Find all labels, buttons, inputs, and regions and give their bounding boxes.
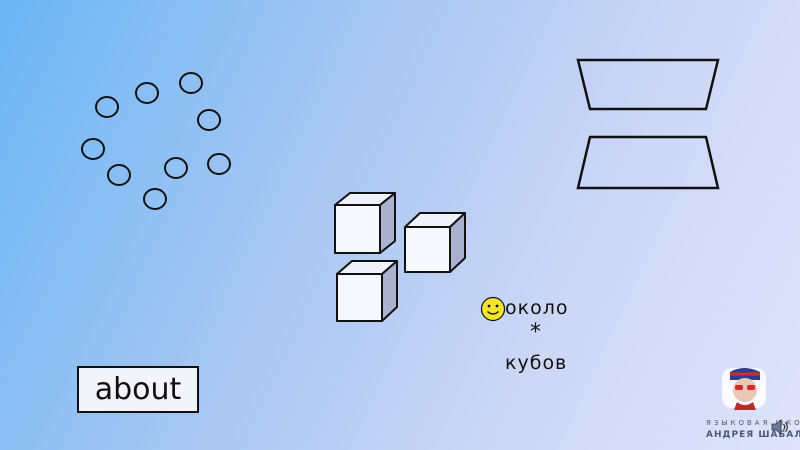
circle: [197, 109, 221, 131]
circle: [164, 157, 188, 179]
trapezoid-bottom: [576, 135, 720, 190]
circle: [107, 164, 131, 186]
word-okolo: около: [505, 297, 569, 319]
cube: [336, 260, 398, 322]
circle: [143, 188, 167, 210]
cube: [334, 192, 396, 254]
school-logo-icon: [722, 368, 766, 410]
about-label: about: [94, 372, 182, 407]
trapezoid-shapes: [576, 58, 720, 190]
trapezoid-top: [576, 58, 720, 111]
circle: [135, 82, 159, 104]
circle: [95, 96, 119, 118]
circle: [179, 72, 203, 94]
logo-text-line1: ЯЗЫКОВАЯ ШКОЛА: [706, 419, 800, 427]
cube: [404, 212, 466, 273]
about-box: about: [77, 366, 199, 413]
circle: [81, 138, 105, 160]
school-logo: ЯЗЫКОВАЯ ШКОЛА АНДРЕЯ ШАБАЛИНА: [700, 362, 800, 447]
word-kubov: кубов: [505, 352, 568, 374]
cubes-group: [334, 192, 466, 322]
circles-group: [81, 72, 231, 210]
separator-asterisk: *: [530, 320, 542, 345]
circle: [207, 153, 231, 175]
speaker-icon[interactable]: [770, 418, 790, 436]
smiley-icon: [480, 296, 506, 322]
logo-text-line2: АНДРЕЯ ШАБАЛИНА: [706, 430, 800, 440]
